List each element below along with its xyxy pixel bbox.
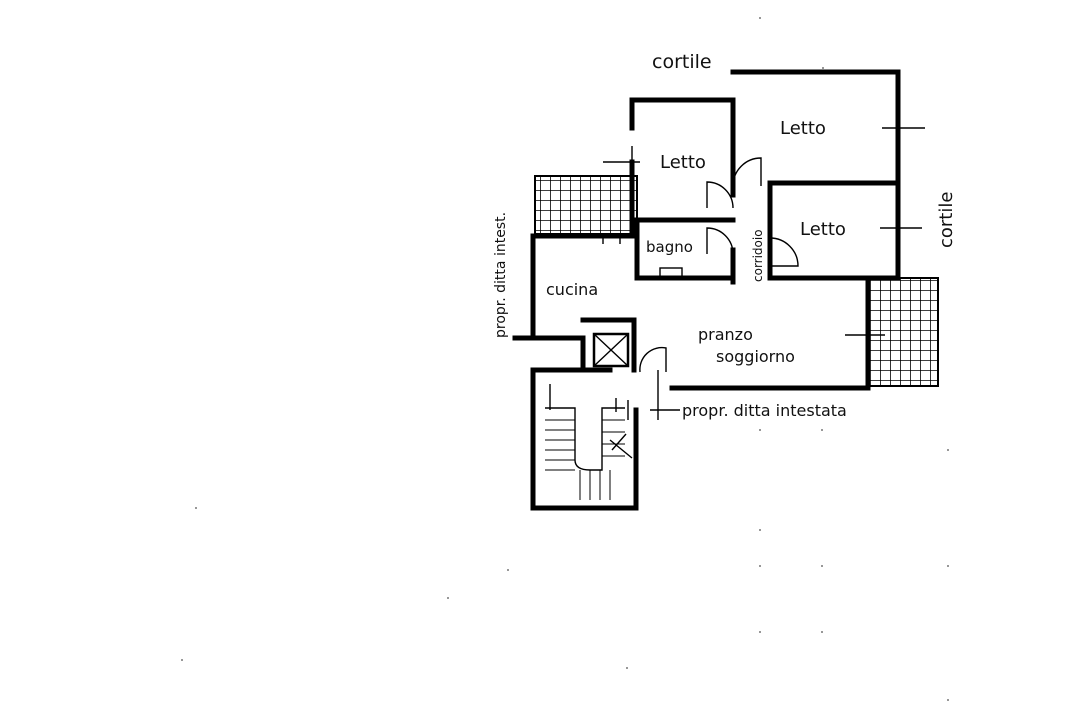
label-corridoio: corridoio — [751, 229, 765, 282]
balcony-left — [534, 175, 638, 235]
label-pranzo: pranzo — [698, 325, 753, 344]
label-cucina: cucina — [546, 280, 598, 299]
label-letto-2: Letto — [660, 152, 706, 173]
label-propr-bottom: propr. ditta intestata — [682, 401, 847, 420]
window-marks — [602, 108, 925, 336]
bath-fixture — [659, 267, 683, 279]
door-swings — [639, 157, 799, 373]
label-cortile-right: cortile — [936, 192, 957, 248]
label-letto-3: Letto — [800, 219, 846, 240]
staircase — [530, 367, 680, 511]
scan-specks — [181, 17, 949, 701]
label-letto-1: Letto — [780, 118, 826, 139]
label-propr-left: propr. ditta intest. — [493, 212, 509, 338]
label-soggiorno: soggiorno — [716, 347, 795, 366]
label-bagno: bagno — [646, 238, 693, 256]
label-cortile-top: cortile — [652, 51, 712, 73]
elevator-shaft — [592, 332, 630, 368]
balcony-right — [867, 277, 939, 387]
